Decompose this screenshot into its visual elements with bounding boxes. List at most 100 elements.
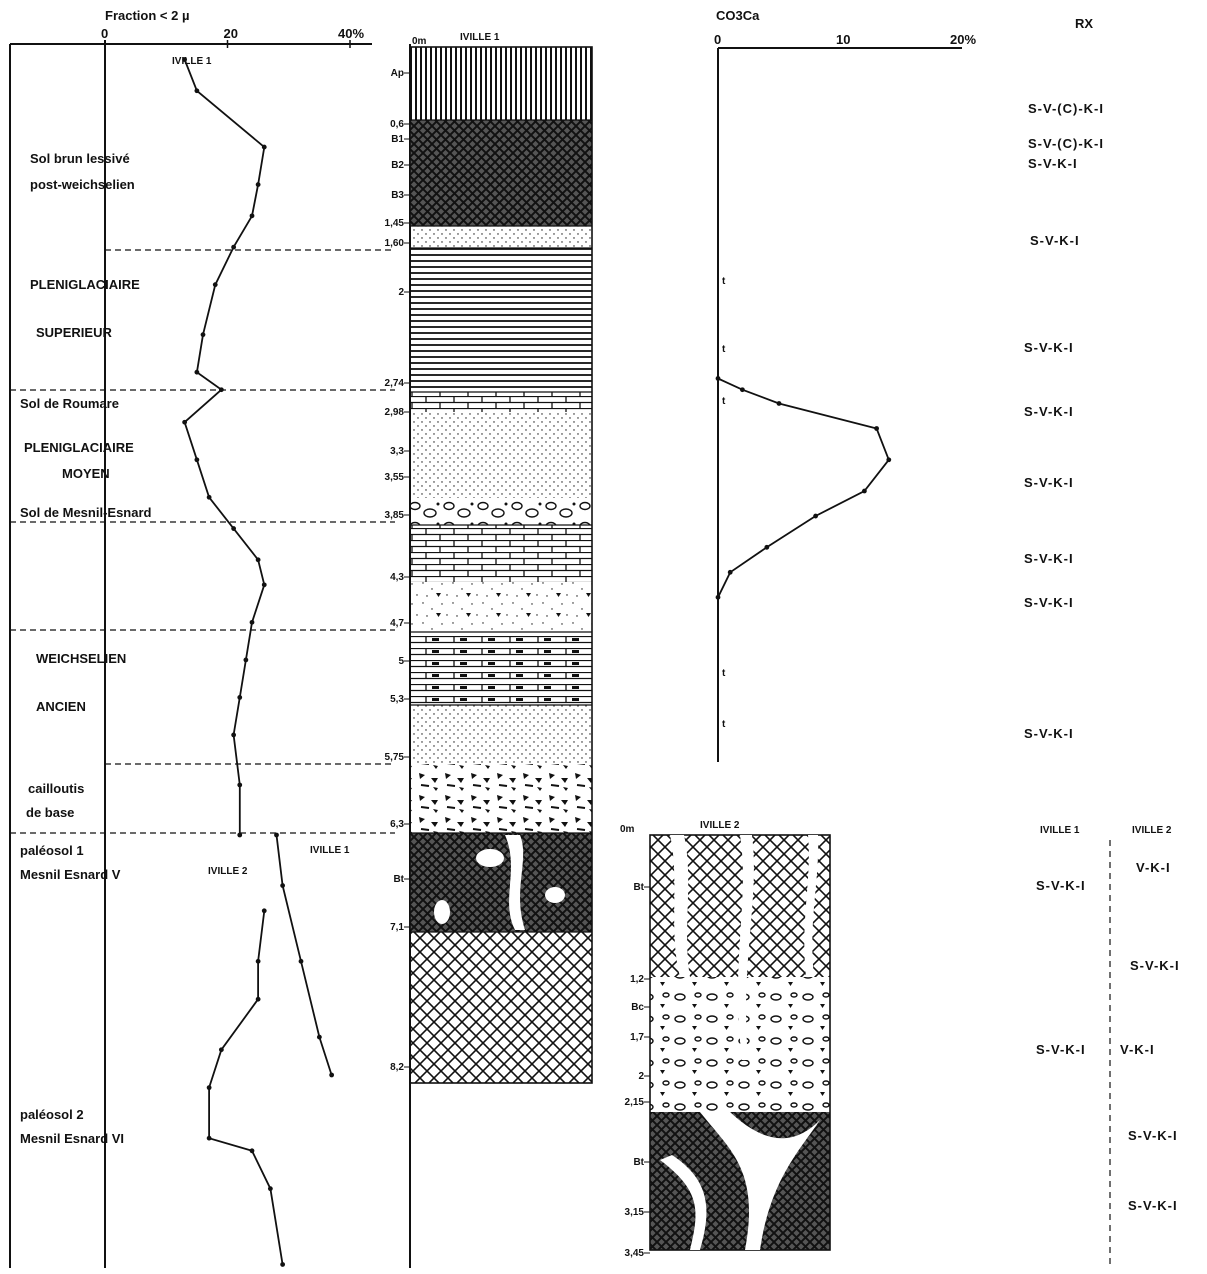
fraction-tick-label: 0 (101, 26, 108, 41)
carbonate-point (776, 401, 782, 406)
column2-root-channel (804, 835, 819, 977)
carbonate-trace-mark: t (722, 276, 726, 287)
column2-depth-label: Bc (631, 1002, 644, 1013)
fraction-point (206, 1085, 212, 1091)
carbonate-point (715, 376, 721, 381)
fraction-profile2-label: IVILLE 2 (208, 866, 248, 877)
fraction-point (237, 782, 243, 788)
carbonate-point (740, 387, 745, 393)
unit-label: Mesnil Esnard V (20, 867, 121, 882)
column1-depth-label: 3,55 (385, 472, 405, 483)
rx-value-iville1: S-V-K-I (1036, 1042, 1086, 1057)
fraction-curve-lower-2 (208, 910, 284, 1265)
column1-depth-label: Bt (393, 874, 404, 885)
fraction-point (182, 419, 188, 425)
rx-value: S-V-K-I (1028, 156, 1078, 171)
carbonate-point (886, 457, 892, 463)
carbonate-tick-label: 10 (836, 32, 850, 47)
fraction-tick-label: 20 (224, 26, 238, 41)
column2-root-channel (660, 1155, 707, 1250)
fraction-point (194, 369, 200, 375)
column2-depth-label: 1,2 (630, 974, 644, 985)
rx-value-iville2: V-K-I (1136, 860, 1171, 875)
carbonate-tick-label: 20% (950, 32, 976, 47)
fraction-point (206, 494, 212, 500)
unit-label: Sol de Roumare (20, 396, 119, 411)
column1-depth-label: 2 (398, 287, 404, 298)
rx-title: RX (1075, 16, 1093, 31)
carbonate-curve (717, 377, 890, 598)
fraction-point (249, 619, 255, 625)
rx-value-iville1: S-V-K-I (1036, 878, 1086, 893)
column1-depth-label: 5 (398, 656, 404, 667)
unit-label: Sol brun lessivé (30, 151, 130, 166)
rx-value-iville2: S-V-K-I (1128, 1128, 1178, 1143)
column2-depth-label: Bt (633, 882, 644, 893)
column2-depth-label: 1,7 (630, 1032, 644, 1043)
carbonate-point (764, 544, 770, 550)
column1-layer (410, 248, 592, 392)
fraction-point (280, 883, 286, 888)
column2-title: IVILLE 2 (700, 820, 740, 831)
fraction-point (255, 557, 261, 563)
carbonate-point (715, 594, 721, 600)
fraction-point (261, 582, 267, 588)
column1-depth-label: 4,3 (390, 572, 404, 583)
column1-layer (410, 470, 592, 498)
column1-patch (434, 900, 450, 924)
column2-depth-label: 2 (638, 1071, 644, 1082)
fraction-point (200, 332, 206, 338)
carbonate-trace-mark: t (722, 396, 726, 407)
column1-layer (410, 632, 592, 705)
unit-label: paléosol 1 (20, 843, 84, 858)
fraction-profile-label: IVILLE 1 (172, 56, 212, 67)
column1-depth-label: 2,74 (385, 378, 405, 389)
rx-col2-title: IVILLE 2 (1132, 825, 1172, 836)
column1-layer (410, 582, 592, 632)
carbonate-point (727, 569, 733, 575)
column1-depth-label: B3 (391, 190, 404, 201)
carbonate-point (874, 426, 879, 431)
column1-layer (410, 226, 592, 248)
column2-depth-top: 0m (620, 824, 635, 835)
column1-depth-label: Ap (391, 68, 404, 79)
fraction-point (255, 996, 261, 1002)
fraction-point (249, 1148, 255, 1154)
column1-layer (410, 764, 592, 833)
column1-layer (410, 120, 592, 226)
rx-value: S-V-K-I (1024, 475, 1074, 490)
column1-layer (410, 498, 592, 525)
column2-depth-label: 3,15 (625, 1207, 645, 1218)
column1-depth-label: 5,3 (390, 694, 404, 705)
fraction-point (218, 387, 224, 393)
fraction-point (237, 832, 243, 838)
column1-layer (410, 932, 592, 1083)
fraction-point (255, 182, 261, 187)
column1-patch (476, 849, 504, 867)
unit-label: WEICHSELIEN (36, 651, 126, 666)
column1-root-channel (505, 835, 525, 930)
fraction-point (261, 144, 267, 150)
column1-depth-label: 4,7 (390, 618, 404, 629)
fraction-point (249, 213, 255, 219)
unit-label: PLENIGLACIAIRE (24, 440, 134, 455)
rx-value: S-V-K-I (1024, 595, 1074, 610)
column1-patch (545, 887, 565, 903)
fraction-curve-lower-1 (275, 834, 333, 1076)
column1-depth-label: 7,1 (390, 922, 404, 933)
column1-layer (410, 392, 592, 412)
unit-label: PLENIGLACIAIRE (30, 277, 140, 292)
unit-label: Sol de Mesnil-Esnard (20, 505, 152, 520)
carbonate-tick-label: 0 (714, 32, 721, 47)
carbonate-panel (715, 47, 962, 762)
carbonate-trace-mark: t (722, 719, 726, 730)
rx-value: S-V-K-I (1024, 551, 1074, 566)
fraction-point (261, 908, 267, 914)
column1-depth-label: 2,98 (385, 407, 405, 418)
column1-depth-label: 3,3 (390, 446, 404, 457)
column1-layer (410, 525, 592, 582)
fraction-curve-iville1 (183, 59, 266, 835)
carbonate-point (813, 513, 818, 519)
fraction-tick-label: 40% (338, 26, 364, 41)
